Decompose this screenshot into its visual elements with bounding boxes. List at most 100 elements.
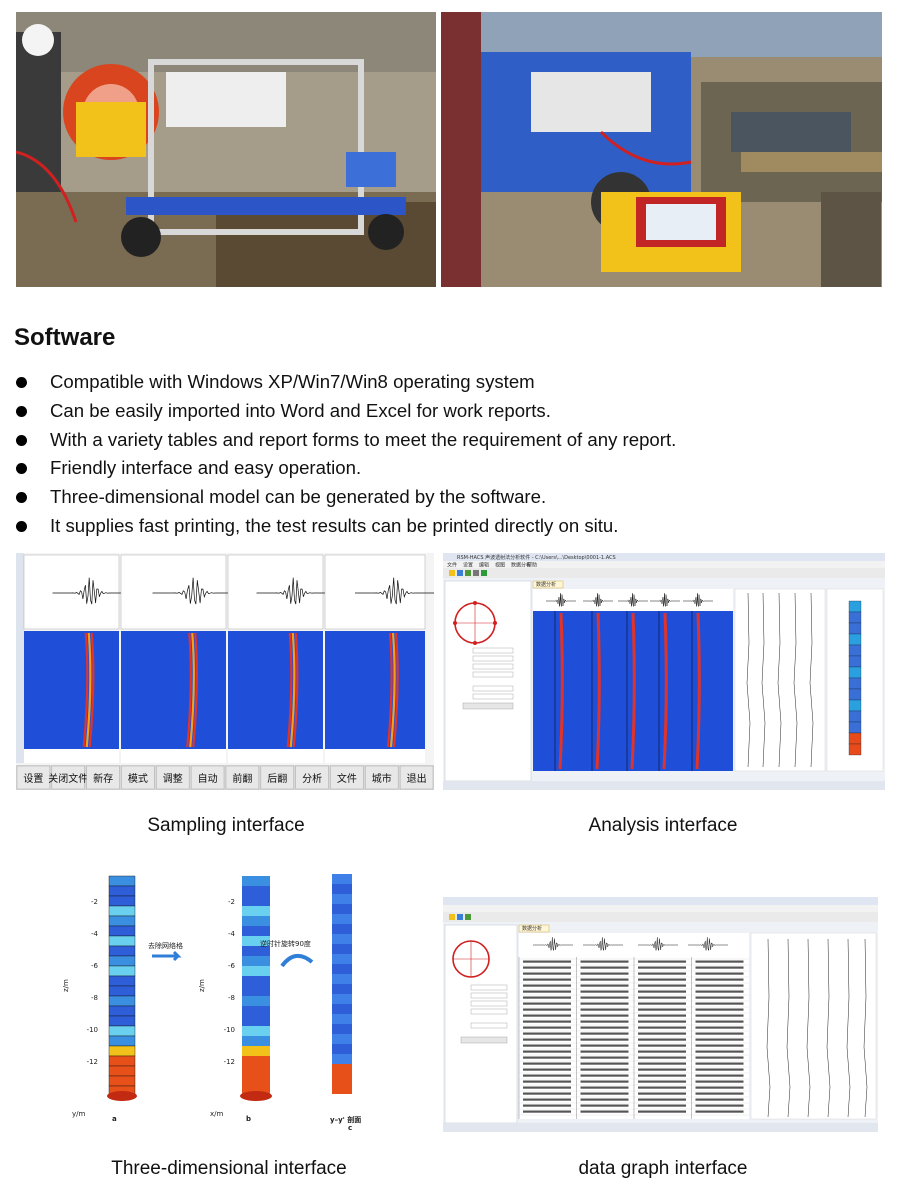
svg-text:数据分析: 数据分析 bbox=[522, 925, 542, 932]
table-cell bbox=[638, 1068, 686, 1071]
toolbar-button bbox=[86, 765, 120, 790]
table-cell bbox=[580, 1014, 629, 1017]
table-cell bbox=[523, 960, 571, 963]
table-cell bbox=[638, 990, 686, 993]
table-cell bbox=[580, 996, 629, 999]
section-segment bbox=[332, 934, 352, 944]
column-segment bbox=[242, 1076, 270, 1086]
table-cell bbox=[638, 1002, 686, 1005]
table-cell bbox=[695, 996, 744, 999]
column-segment bbox=[848, 699, 862, 712]
z-tick-label: -2 bbox=[228, 898, 235, 906]
feature-item: It supplies fast printing, the test resu… bbox=[14, 512, 884, 541]
column-segment bbox=[108, 915, 136, 927]
column-segment bbox=[242, 886, 270, 896]
column-segment bbox=[242, 906, 270, 916]
table-cell bbox=[695, 1068, 744, 1071]
svg-text:逆时针旋转90度: 逆时针旋转90度 bbox=[260, 939, 311, 948]
data-graph-interface-screenshot: 数据分析 bbox=[443, 897, 878, 1132]
menu-item: 视图 bbox=[495, 562, 505, 569]
curve-line bbox=[809, 592, 814, 768]
table-cell bbox=[638, 996, 686, 999]
column-base bbox=[107, 1091, 137, 1101]
column-segment bbox=[108, 995, 136, 1007]
table-cell bbox=[580, 1002, 629, 1005]
table-cell bbox=[580, 1074, 629, 1077]
column-segment bbox=[242, 1036, 270, 1046]
table-cell bbox=[638, 1074, 686, 1077]
table-cell bbox=[638, 1026, 686, 1029]
curve-line bbox=[761, 592, 766, 768]
section-segment bbox=[332, 1014, 352, 1024]
waveform bbox=[638, 937, 678, 951]
table-cell bbox=[638, 1062, 686, 1065]
table-cell bbox=[523, 1098, 571, 1101]
column-segment bbox=[242, 1066, 270, 1076]
toolbar-button bbox=[190, 765, 225, 790]
z-tick-label: -10 bbox=[224, 1026, 235, 1034]
heatmap-trace bbox=[558, 612, 564, 770]
table-cell bbox=[523, 1020, 571, 1023]
toolbar-button bbox=[156, 765, 190, 790]
section-segment bbox=[332, 1064, 352, 1074]
table-cell bbox=[695, 1074, 744, 1077]
toolbar-button-label: 文件 bbox=[337, 772, 357, 785]
column-segment bbox=[848, 655, 862, 668]
section-segment bbox=[332, 974, 352, 984]
waveform bbox=[546, 593, 576, 607]
column-segment bbox=[242, 896, 270, 906]
column-segment bbox=[108, 1025, 136, 1037]
heatmap-trace bbox=[82, 632, 89, 748]
table-cell bbox=[695, 960, 744, 963]
curve-line bbox=[846, 938, 851, 1118]
table-cell bbox=[695, 1020, 744, 1023]
column-segment bbox=[242, 926, 270, 936]
column-segment bbox=[108, 1065, 136, 1077]
curve-line bbox=[746, 592, 751, 768]
waveform bbox=[688, 937, 728, 951]
waveform bbox=[650, 593, 680, 607]
menu-item: 文件 bbox=[447, 562, 457, 569]
z-tick-label: -8 bbox=[91, 994, 98, 1002]
column-segment bbox=[848, 710, 862, 723]
table-cell bbox=[695, 1104, 744, 1107]
waveform bbox=[583, 937, 623, 951]
column-segment bbox=[108, 895, 136, 907]
table-cell bbox=[523, 1008, 571, 1011]
table-cell bbox=[638, 1092, 686, 1095]
sampling-caption: Sampling interface bbox=[147, 815, 305, 836]
svg-text:a: a bbox=[112, 1115, 117, 1123]
waveform bbox=[533, 937, 573, 951]
toolbar-button bbox=[51, 765, 85, 790]
menu-item: 编辑 bbox=[479, 562, 489, 569]
axis-strip bbox=[228, 749, 323, 763]
table-cell bbox=[695, 990, 744, 993]
bullet-icon bbox=[16, 463, 27, 475]
svg-text:b: b bbox=[246, 1115, 251, 1123]
table-cell bbox=[638, 1104, 686, 1107]
table-cell bbox=[580, 1092, 629, 1095]
table-cell bbox=[638, 1056, 686, 1059]
bullet-icon bbox=[16, 492, 27, 504]
toolbar-button bbox=[225, 765, 260, 790]
toolbar-button-label: 后翻 bbox=[267, 773, 287, 785]
toolbar-button bbox=[260, 765, 294, 790]
analysis-interface-screenshot: RSM-HACS 声波透射法分析软件 - C:\Users\...\Deskto… bbox=[443, 553, 885, 790]
heatmap-trace bbox=[630, 612, 636, 770]
sampling-interface-screenshot: 设置关闭文件新存模式调整自动前翻后翻分析文件城市退出 bbox=[16, 553, 434, 790]
table-cell bbox=[695, 1014, 744, 1017]
table-cell bbox=[638, 1038, 686, 1041]
table-cell bbox=[695, 1110, 744, 1113]
table-cell bbox=[695, 978, 744, 981]
waveform bbox=[618, 593, 648, 607]
three-dimensional-interface-screenshot: -2-4-6-8-10-12 z/m 去除网络格 -2-4-6-8-10-12 … bbox=[60, 866, 378, 1132]
axis-strip bbox=[24, 749, 119, 763]
column-segment bbox=[108, 1015, 136, 1027]
table-cell bbox=[580, 960, 629, 963]
table-cell bbox=[580, 1050, 629, 1053]
section-segment bbox=[332, 894, 352, 904]
z-tick-label: -10 bbox=[87, 1026, 98, 1034]
column-segment bbox=[242, 976, 270, 986]
column-base bbox=[240, 1091, 272, 1101]
data-graph-caption: data graph interface bbox=[578, 1158, 748, 1179]
